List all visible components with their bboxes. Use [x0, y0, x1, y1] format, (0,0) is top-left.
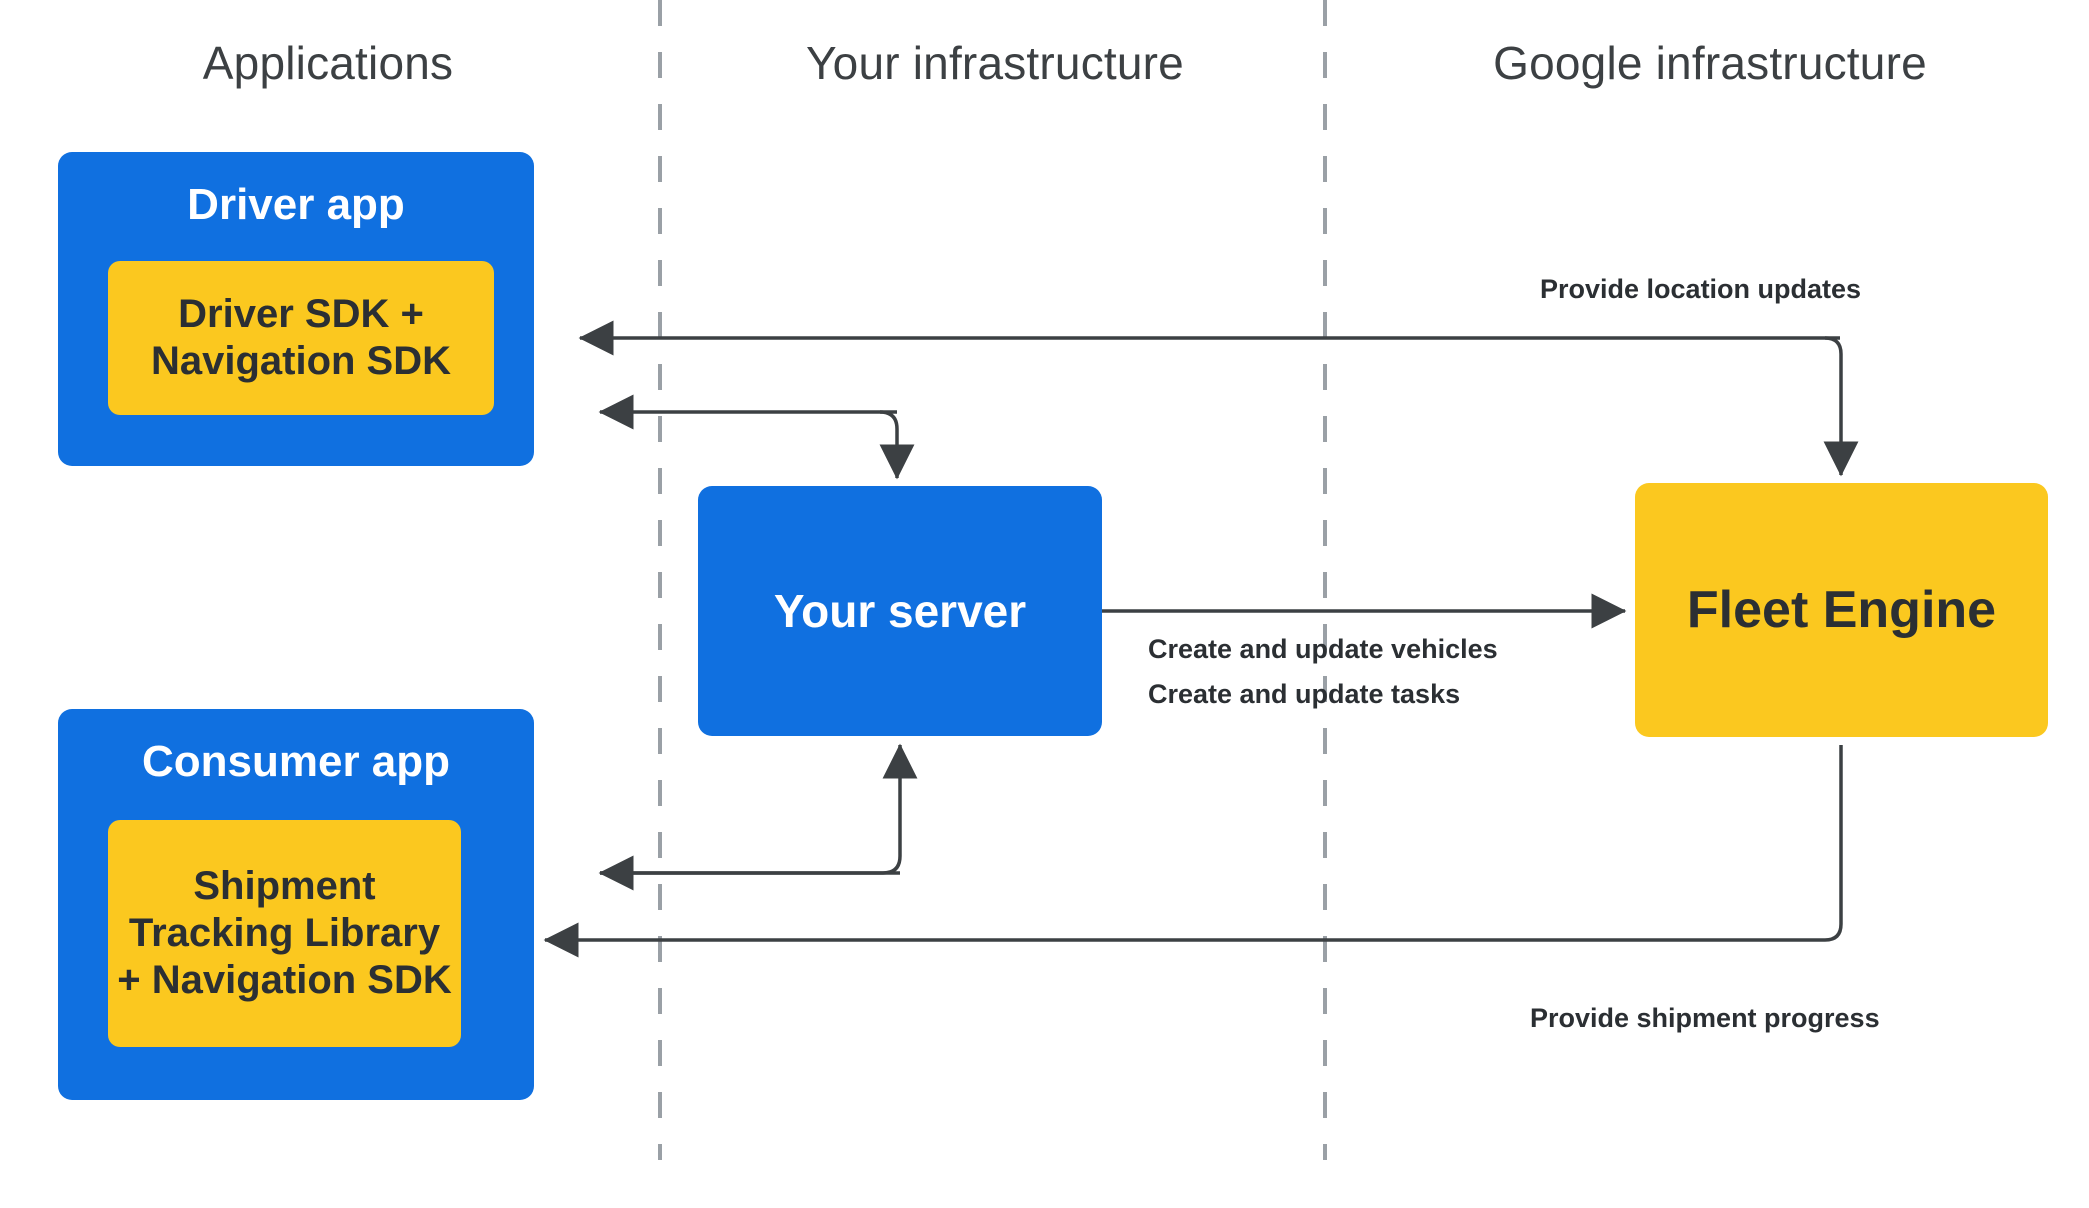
driver-sdk-line-1: Driver SDK + — [178, 291, 424, 336]
edge-driver-to-fleet-engine — [1823, 336, 1859, 477]
edge-consumer-app-to-server — [600, 743, 918, 875]
consumer-sdk-line-3: + Navigation SDK — [117, 958, 452, 1003]
fleet-engine-box[interactable]: Fleet Engine — [1635, 483, 2048, 737]
consumer-app-label: Consumer app — [141, 737, 451, 786]
consumer-sdk-line-1: Shipment — [193, 863, 376, 908]
consumer-sdk-line-2: Tracking Library — [128, 910, 441, 955]
column-title-your-infrastructure: Your infrastructure — [806, 37, 1184, 89]
driver-sdk-box[interactable]: Driver SDK + Navigation SDK — [108, 261, 494, 415]
consumer-sdk-box[interactable]: Shipment Tracking Library + Navigation S… — [108, 820, 461, 1047]
your-server-box[interactable]: Your server — [698, 486, 1102, 736]
driver-sdk-line-2: Navigation SDK — [150, 339, 452, 383]
label-provide-shipment-progress: Provide shipment progress — [1530, 1003, 1880, 1033]
edge-driver-app-to-server — [879, 410, 915, 480]
driver-sdk-label: Driver SDK + Navigation SDK — [143, 291, 459, 385]
column-title-google-infrastructure: Google infrastructure — [1493, 37, 1927, 89]
column-title-applications: Applications — [202, 37, 454, 89]
driver-app-label: Driver app — [187, 180, 405, 229]
consumer-sdk-label: Shipment Tracking Library + Navigation S… — [109, 863, 460, 1005]
edge-fleet-to-consumer-sdk — [543, 745, 1843, 958]
label-create-and-update-tasks: Create and update tasks — [1148, 679, 1461, 709]
your-server-label: Your server — [773, 585, 1027, 637]
label-provide-location-updates: Provide location updates — [1540, 274, 1862, 304]
fleet-engine-label: Fleet Engine — [1686, 581, 1997, 639]
label-create-and-update-vehicles: Create and update vehicles — [1148, 634, 1498, 664]
